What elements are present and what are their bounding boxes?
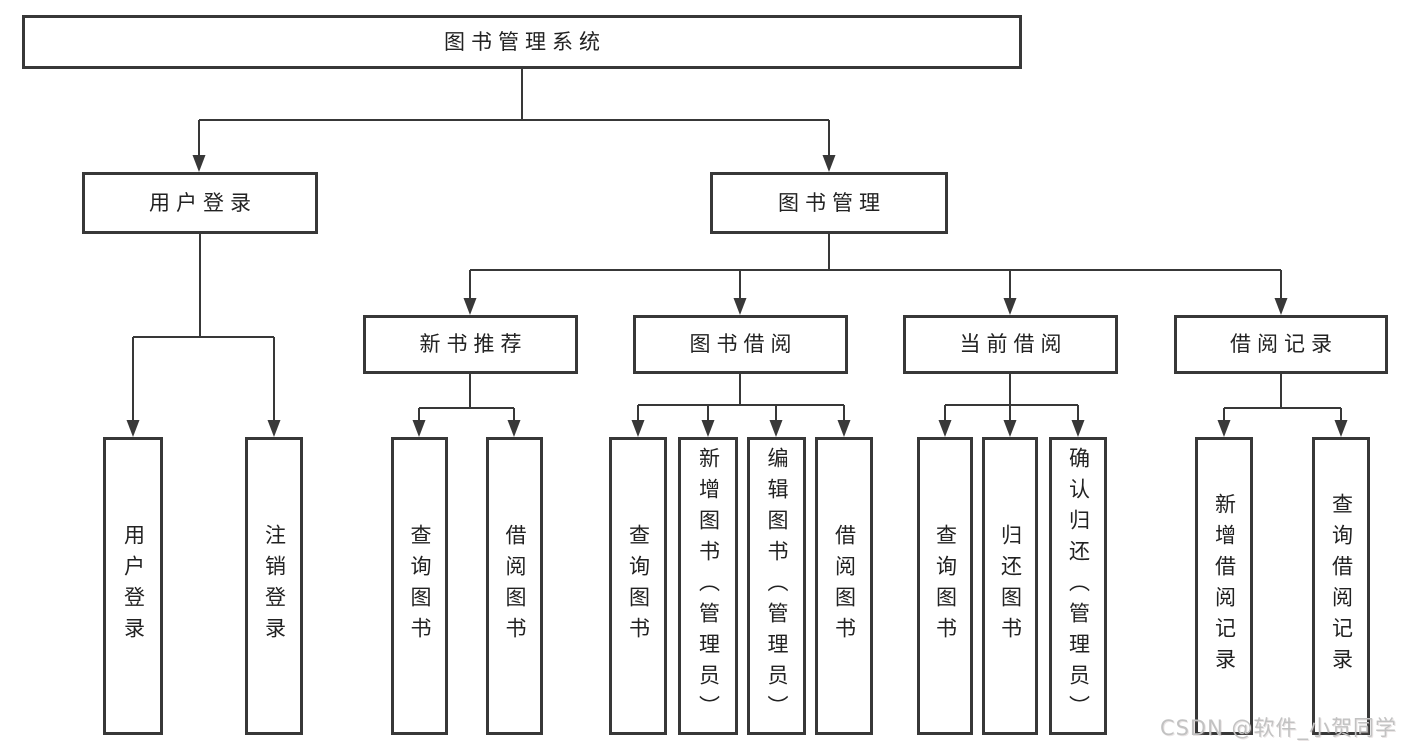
node-leaf-borrow-borrow: 借阅图书 [815,437,873,735]
arrowhead [507,420,521,437]
connector-newbook-to-leaves [418,374,515,423]
arrowhead [1217,420,1231,437]
arrowhead [1071,420,1085,437]
connector-borrow-to-leaves [637,374,845,421]
arrowhead [126,420,140,437]
connector-mgmt-to-level3 [469,234,1282,300]
node-borrow-record: 借阅记录 [1174,315,1388,374]
node-leaf-current-query: 查询图书 [917,437,973,735]
arrowhead [192,155,206,172]
node-leaf-newbook-query: 查询图书 [391,437,448,735]
node-leaf-user-login: 用户登录 [103,437,163,735]
arrowhead [1003,420,1017,437]
node-leaf-current-confirm: 确认归还（管理员） [1049,437,1107,735]
node-leaf-borrow-query: 查询图书 [609,437,667,735]
arrowhead [822,155,836,172]
connector-root-to-level2 [198,69,830,158]
arrowhead [412,420,426,437]
node-new-book-rec: 新书推荐 [363,315,578,374]
arrowhead [769,420,783,437]
arrowhead [701,420,715,437]
node-leaf-current-return: 归还图书 [982,437,1038,735]
arrowhead [631,420,645,437]
arrowhead [463,298,477,315]
arrowhead [1334,420,1348,437]
node-leaf-logout: 注销登录 [245,437,303,735]
node-book-borrow: 图书借阅 [633,315,848,374]
arrowhead [267,420,281,437]
node-leaf-record-query: 查询借阅记录 [1312,437,1370,735]
node-book-mgmt: 图书管理 [710,172,948,234]
node-current-borrow: 当前借阅 [903,315,1118,374]
node-login-group: 用户登录 [82,172,318,234]
connector-record-to-leaves [1223,374,1342,423]
arrowhead [733,298,747,315]
node-leaf-borrow-add: 新增图书（管理员） [678,437,738,735]
node-root: 图书管理系统 [22,15,1022,69]
arrowhead [1274,298,1288,315]
arrowhead [837,420,851,437]
arrowhead [938,420,952,437]
arrowhead [1003,298,1017,315]
node-leaf-borrow-edit: 编辑图书（管理员） [747,437,806,735]
connector-login-to-leaves [132,234,275,422]
node-leaf-newbook-borrow: 借阅图书 [486,437,543,735]
node-leaf-record-add: 新增借阅记录 [1195,437,1253,735]
connector-current-to-leaves [944,374,1079,421]
